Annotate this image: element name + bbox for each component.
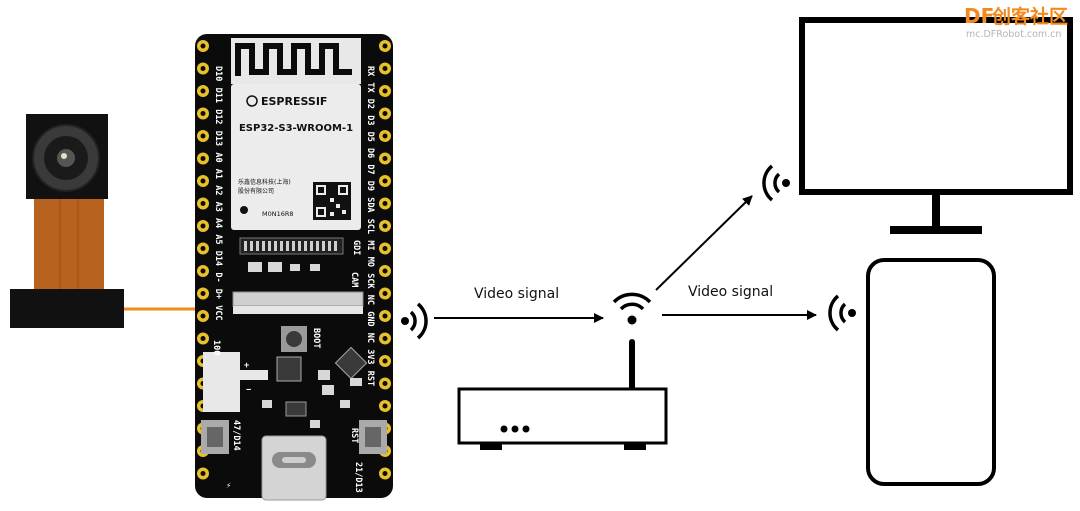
right-pin-label: 3V3 [365, 349, 375, 364]
silk-100: 100 [211, 340, 221, 355]
esp32-board: ESPRESSIF ESP32-S3-WROOM-1 乐鑫信息科技(上海) 股份… [195, 34, 393, 501]
silk-boot: BOOT [311, 328, 321, 348]
left-pin-label: D+ [213, 289, 223, 299]
module-cn-line1: 乐鑫信息科技(上海) [238, 178, 291, 186]
watermark-brand: DF [964, 4, 994, 28]
silk-gdi: GDI [351, 240, 361, 255]
right-pin-label: D3 [365, 115, 375, 125]
monitor-icon [799, 17, 1073, 234]
silk-47-d14: 47/D14 [231, 420, 241, 451]
left-pin-label: D12 [213, 109, 223, 124]
monitor-base [890, 226, 982, 234]
cam-connector [232, 291, 364, 307]
left-pin-label: A2 [213, 185, 223, 195]
left-pin-label: D- [213, 272, 223, 282]
svg-text:⚡: ⚡ [226, 481, 231, 491]
module-cn-line2: 股份有限公司 [238, 187, 274, 195]
phone-icon [866, 258, 996, 486]
right-pin-label: MI [365, 240, 375, 250]
right-pin-label: NC [365, 295, 375, 305]
camera-connector [10, 289, 124, 328]
right-pin-label: D6 [365, 148, 375, 158]
left-pin-holes [197, 40, 209, 480]
arrow-router-to-monitor [655, 195, 753, 291]
watermark-url: mc.DFRobot.com.cn [966, 29, 1061, 40]
router-wifi-icon [612, 292, 652, 325]
right-pin-label: SCL [365, 219, 375, 234]
left-pin-label: D14 [213, 251, 223, 266]
video-signal-label-left: Video signal [474, 286, 559, 302]
svg-text:−: − [246, 385, 251, 395]
silk-cam: CAM [349, 272, 359, 287]
gdi-teeth [244, 241, 337, 251]
right-pin-label: SCK [365, 273, 375, 289]
svg-text:+: + [244, 361, 249, 371]
router [457, 339, 668, 450]
wifi-transmit-icon [401, 302, 428, 340]
right-pin-label: D7 [365, 164, 375, 174]
router-body [457, 387, 668, 445]
qr-code [313, 182, 351, 220]
camera-icon [10, 114, 124, 328]
left-pin-label: A0 [213, 152, 223, 162]
right-pin-label: D9 [365, 181, 375, 191]
chip-qfn [276, 356, 302, 382]
gdi-connector [239, 237, 344, 255]
right-pin-label: RST [365, 371, 375, 386]
silk-rst: RST [349, 428, 359, 443]
monitor-wifi-icon [762, 164, 790, 202]
module-model: ESP32-S3-WROOM-1 [239, 123, 353, 134]
left-pin-label: D10 [213, 66, 223, 81]
monitor-screen [799, 17, 1073, 195]
left-pin-label: A4 [213, 218, 223, 228]
left-pin-label: A5 [213, 234, 223, 244]
camera-flex-cable [34, 195, 104, 295]
module-code: M0N16R8 [262, 210, 294, 218]
right-pin-label: SDA [365, 197, 375, 212]
phone-wifi-icon [828, 294, 856, 332]
watermark-site: 创客社区 [991, 5, 1068, 28]
maker-logo: ESPRESSIF [261, 95, 327, 108]
right-pin-label: NC [365, 333, 375, 343]
watermark: DF 创客社区 mc.DFRobot.com.cn [964, 4, 1068, 40]
right-pin-label: D2 [365, 99, 375, 109]
silk-21-d13: 21/D13 [353, 462, 363, 493]
right-pin-label: TX [365, 82, 375, 92]
left-pin-label: D13 [213, 131, 223, 146]
monitor-neck [932, 192, 940, 229]
left-pin-label: A1 [213, 169, 223, 179]
battery-pad [203, 352, 240, 412]
right-pin-label: MO [365, 257, 375, 267]
left-pin-label: VCC [213, 305, 223, 320]
right-pin-label: RX [365, 66, 375, 76]
right-pin-label: GND [365, 311, 375, 326]
left-pin-label: D11 [213, 88, 223, 103]
video-signal-label-right: Video signal [688, 284, 773, 300]
left-pin-label: A3 [213, 202, 223, 212]
right-pin-label: D5 [365, 132, 375, 142]
